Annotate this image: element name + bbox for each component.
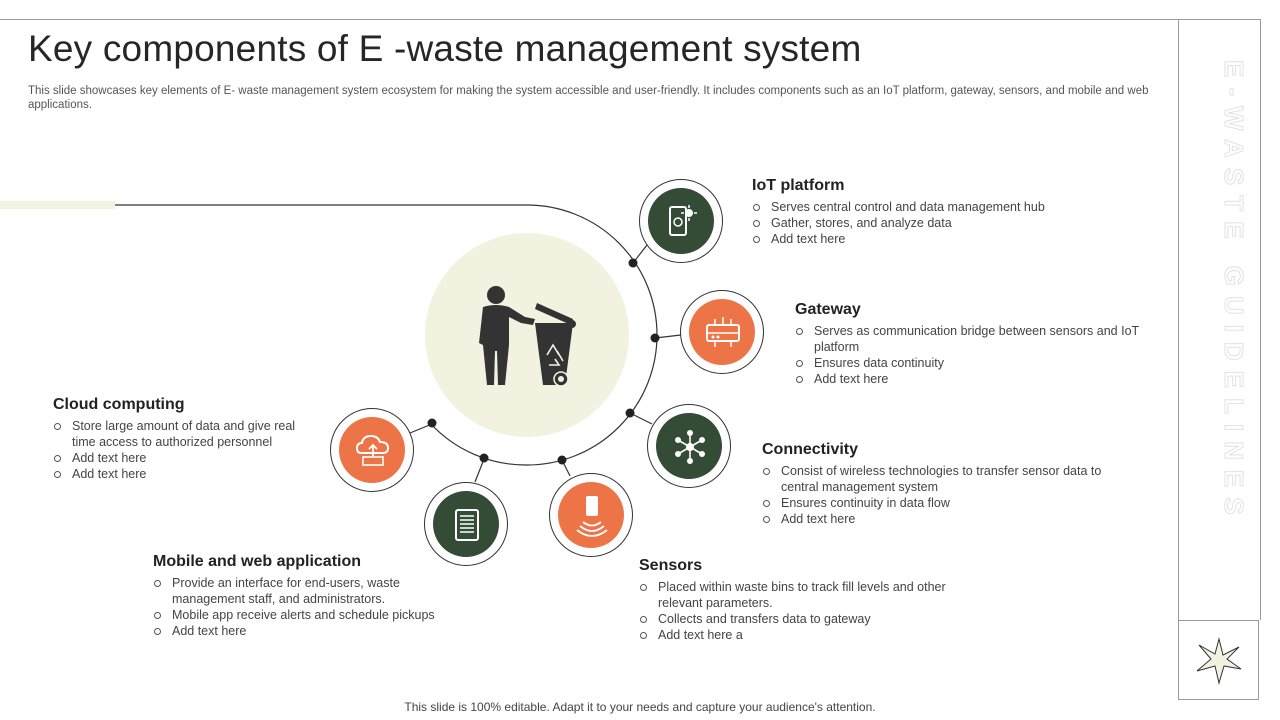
sensors-title: Sensors <box>639 557 984 575</box>
gateway-block: Gateway Serves as communication bridge b… <box>795 301 1140 387</box>
iot-platform-icon-circle <box>639 179 723 263</box>
person-recycle-bin-icon <box>425 233 629 437</box>
gateway-point: Ensures data continuity <box>795 355 1140 371</box>
cloud-computing-block: Cloud computing Store large amount of da… <box>53 396 318 482</box>
mobile-settings-icon <box>640 180 724 264</box>
network-hub-icon <box>648 405 732 489</box>
mobile-point: Provide an interface for end-users, wast… <box>153 575 453 607</box>
connectivity-title: Connectivity <box>762 441 1132 459</box>
mobile-web-block: Mobile and web application Provide an in… <box>153 553 453 639</box>
center-hub <box>425 233 629 437</box>
footer-note: This slide is 100% editable. Adapt it to… <box>0 700 1280 714</box>
iot-platform-block: IoT platform Serves central control and … <box>752 177 1082 247</box>
connector-dot <box>558 456 567 465</box>
sensors-icon-circle <box>549 473 633 557</box>
cloud-upload-icon <box>331 409 415 493</box>
connector-dot <box>651 334 660 343</box>
accent-bar <box>0 201 115 209</box>
gateway-icon-circle <box>680 290 764 374</box>
cloud-computing-icon-circle <box>330 408 414 492</box>
iot-point: Add text here <box>752 231 1082 247</box>
star-icon <box>1179 621 1259 701</box>
iot-point: Gather, stores, and analyze data <box>752 215 1082 231</box>
connectivity-icon-circle <box>647 404 731 488</box>
side-label: E-WASTE GUIDELINES <box>1218 60 1249 525</box>
connectivity-block: Connectivity Consist of wireless technol… <box>762 441 1132 527</box>
mobile-point: Add text here <box>153 623 453 639</box>
cloud-point: Add text here <box>53 450 318 466</box>
cloud-point: Store large amount of data and give real… <box>53 418 318 450</box>
router-icon <box>681 291 765 375</box>
connectivity-point: Consist of wireless technologies to tran… <box>762 463 1132 495</box>
connector-dot <box>629 259 638 268</box>
cloud-computing-title: Cloud computing <box>53 396 318 414</box>
gateway-point: Serves as communication bridge between s… <box>795 323 1140 355</box>
sensors-point: Add text here a <box>639 627 984 643</box>
iot-point: Serves central control and data manageme… <box>752 199 1082 215</box>
iot-platform-title: IoT platform <box>752 177 1082 195</box>
connectivity-point: Ensures continuity in data flow <box>762 495 1132 511</box>
cloud-point: Add text here <box>53 466 318 482</box>
sensors-point: Collects and transfers data to gateway <box>639 611 984 627</box>
connectivity-point: Add text here <box>762 511 1132 527</box>
sensors-block: Sensors Placed within waste bins to trac… <box>639 557 984 643</box>
connector-dot <box>480 454 489 463</box>
gateway-title: Gateway <box>795 301 1140 319</box>
mobile-point: Mobile app receive alerts and schedule p… <box>153 607 453 623</box>
sensor-icon <box>550 474 634 558</box>
gateway-point: Add text here <box>795 371 1140 387</box>
sensors-point: Placed within waste bins to track fill l… <box>639 579 984 611</box>
mobile-web-title: Mobile and web application <box>153 553 453 571</box>
star-box <box>1178 620 1259 700</box>
